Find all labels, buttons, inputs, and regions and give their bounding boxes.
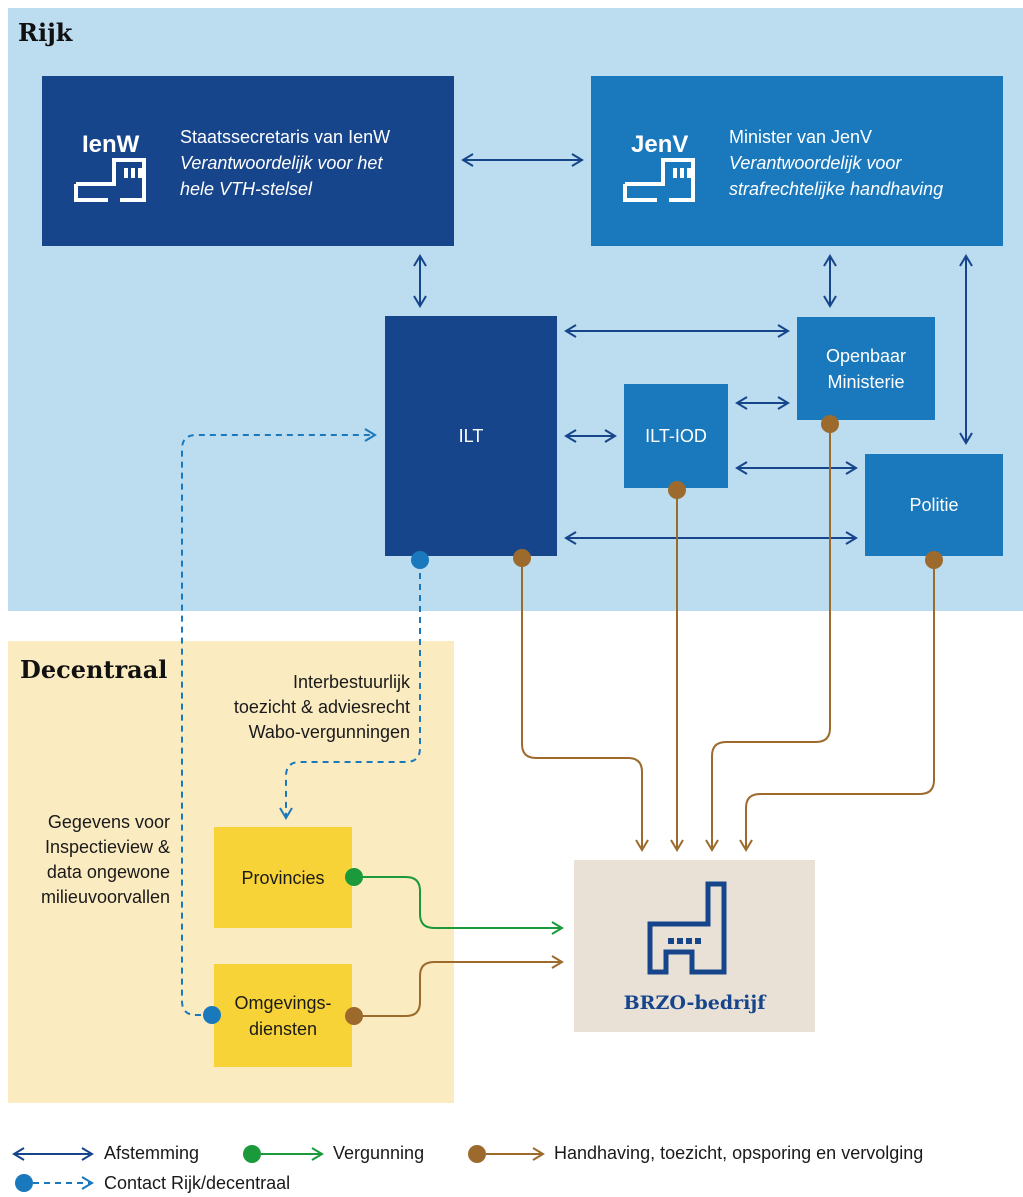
gegevens-annotation: Gegevens voor Inspectieview & data ongew… [10,810,170,910]
interbestuurlijk-line-1: Interbestuurlijk [292,672,410,692]
gegevens-line-1: Gegevens voor [47,812,170,832]
building-icon: JenV [623,131,695,202]
legend-contact: Contact Rijk/decentraal [104,1173,291,1193]
interbestuurlijk-annotation: Interbestuurlijk toezicht & adviesrecht … [150,670,410,745]
factory-icon [647,881,727,975]
contact-dot-omgevingsdiensten [203,1006,221,1024]
handhaving-dot-omgevingsdiensten [345,1007,363,1025]
legend-afstemming: Afstemming [104,1143,200,1163]
contact-dot-ilt [411,551,429,569]
handhaving-dot-ilt-iod [668,481,686,499]
legend-handhaving: Handhaving, toezicht, opsporing en vervo… [554,1143,924,1163]
vergunning-line [354,876,564,935]
legend-vergunning: Vergunning [333,1143,425,1163]
ienw-subtitle-2: hele VTH-stelsel [180,179,313,199]
legend-symbols [12,1145,545,1192]
ilt-iod-label: ILT-IOD [645,426,707,446]
ienw-subtitle-1: Verantwoordelijk voor het [180,153,383,173]
building-icon: IenW [74,131,146,202]
ilt-label: ILT [458,426,484,446]
jenv-abbr: JenV [631,131,688,158]
interbestuurlijk-line-3: Wabo-vergunningen [248,722,410,742]
interbestuurlijk-line-2: toezicht & adviesrecht [233,697,410,717]
om-label-1: Openbaar [825,345,907,366]
brzo-box: BRZO-bedrijf [574,860,815,1032]
gegevens-line-3: data ongewone [46,862,170,882]
omgevings-label-2: diensten [248,1018,318,1039]
ilt-iod-box: ILT-IOD [624,384,728,488]
politie-label: Politie [909,495,959,515]
jenv-subtitle-1: Verantwoordelijk voor [729,153,902,173]
omgevingsdiensten-box: Omgevings- diensten [214,964,352,1067]
brzo-label: BRZO-bedrijf [623,992,766,1014]
ienw-title: Staatssecretaris van IenW [180,127,391,147]
om-box: Openbaar Ministerie [797,317,935,420]
handhaving-dot-ilt [513,549,531,567]
om-label-2: Ministerie [827,371,905,392]
vergunning-dot-provincies [345,868,363,886]
handhaving-dot-politie [925,551,943,569]
handhaving-dot-om [821,415,839,433]
contact-lines [181,428,421,1016]
rijk-title: Rijk [18,18,73,47]
jenv-box: JenV Minister van JenV Verantwoordelijk … [591,76,1003,246]
omgevings-label-1: Omgevings- [234,992,332,1013]
handhaving-lines [354,424,935,1017]
gegevens-line-2: Inspectieview & [44,837,170,857]
provincies-label: Provincies [241,867,325,888]
gegevens-line-4: milieuvoorvallen [40,887,170,907]
afstemming-arrows [413,153,973,545]
decentraal-title: Decentraal [20,655,168,684]
ienw-abbr: IenW [82,131,140,158]
provincies-box: Provincies [214,827,352,928]
jenv-subtitle-2: strafrechtelijke handhaving [729,179,944,199]
ilt-box: ILT [385,316,557,556]
ienw-box: IenW Staatssecretaris van IenW Verantwoo… [42,76,454,246]
politie-box: Politie [865,454,1003,556]
jenv-title: Minister van JenV [729,127,873,147]
